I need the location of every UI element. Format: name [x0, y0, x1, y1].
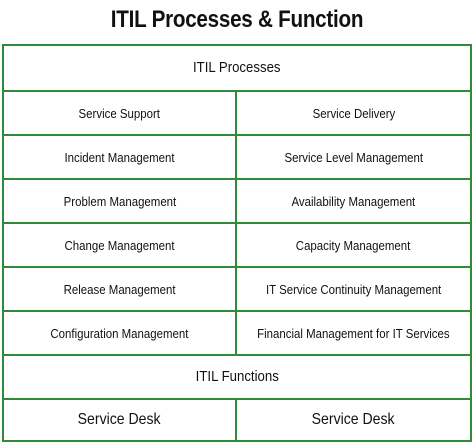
process-row: Incident Management Service Level Manage… [4, 136, 470, 180]
process-row: Service Support Service Delivery [4, 92, 470, 136]
process-cell-right: Service Delivery [312, 105, 395, 121]
process-cell-left: Configuration Management [4, 312, 237, 354]
process-row: Problem Management Availability Manageme… [4, 180, 470, 224]
function-cell-right: Service Desk [312, 411, 395, 428]
process-cell-left: Release Management [4, 268, 237, 310]
process-cell-left: Problem Management [4, 180, 237, 222]
processes-header-label: ITIL Processes [193, 59, 281, 76]
process-cell-left: Change Management [4, 224, 237, 266]
functions-header: ITIL Functions [4, 356, 470, 400]
process-cell-left: Incident Management [4, 136, 237, 178]
process-cell-right: Availability Management [291, 193, 416, 209]
itil-table: ITIL Processes Service Support Service D… [2, 44, 472, 442]
process-row: Change Management Capacity Management [4, 224, 470, 268]
processes-header: ITIL Processes [4, 46, 470, 92]
function-row: Service Desk Service Desk [4, 400, 470, 440]
process-cell-right: Financial Management for IT Services [257, 325, 450, 341]
process-row: Configuration Management Financial Manag… [4, 312, 470, 356]
process-cell-right: Capacity Management [296, 237, 411, 253]
functions-header-label: ITIL Functions [195, 368, 279, 385]
process-cell-right: Service Level Management [284, 149, 423, 165]
process-cell-right: IT Service Continuity Management [265, 281, 442, 297]
function-cell-left: Service Desk [4, 400, 237, 440]
process-row: Release Management IT Service Continuity… [4, 268, 470, 312]
process-cell-left: Service Support [4, 92, 237, 134]
diagram-title: ITIL Processes & Function [110, 6, 364, 33]
